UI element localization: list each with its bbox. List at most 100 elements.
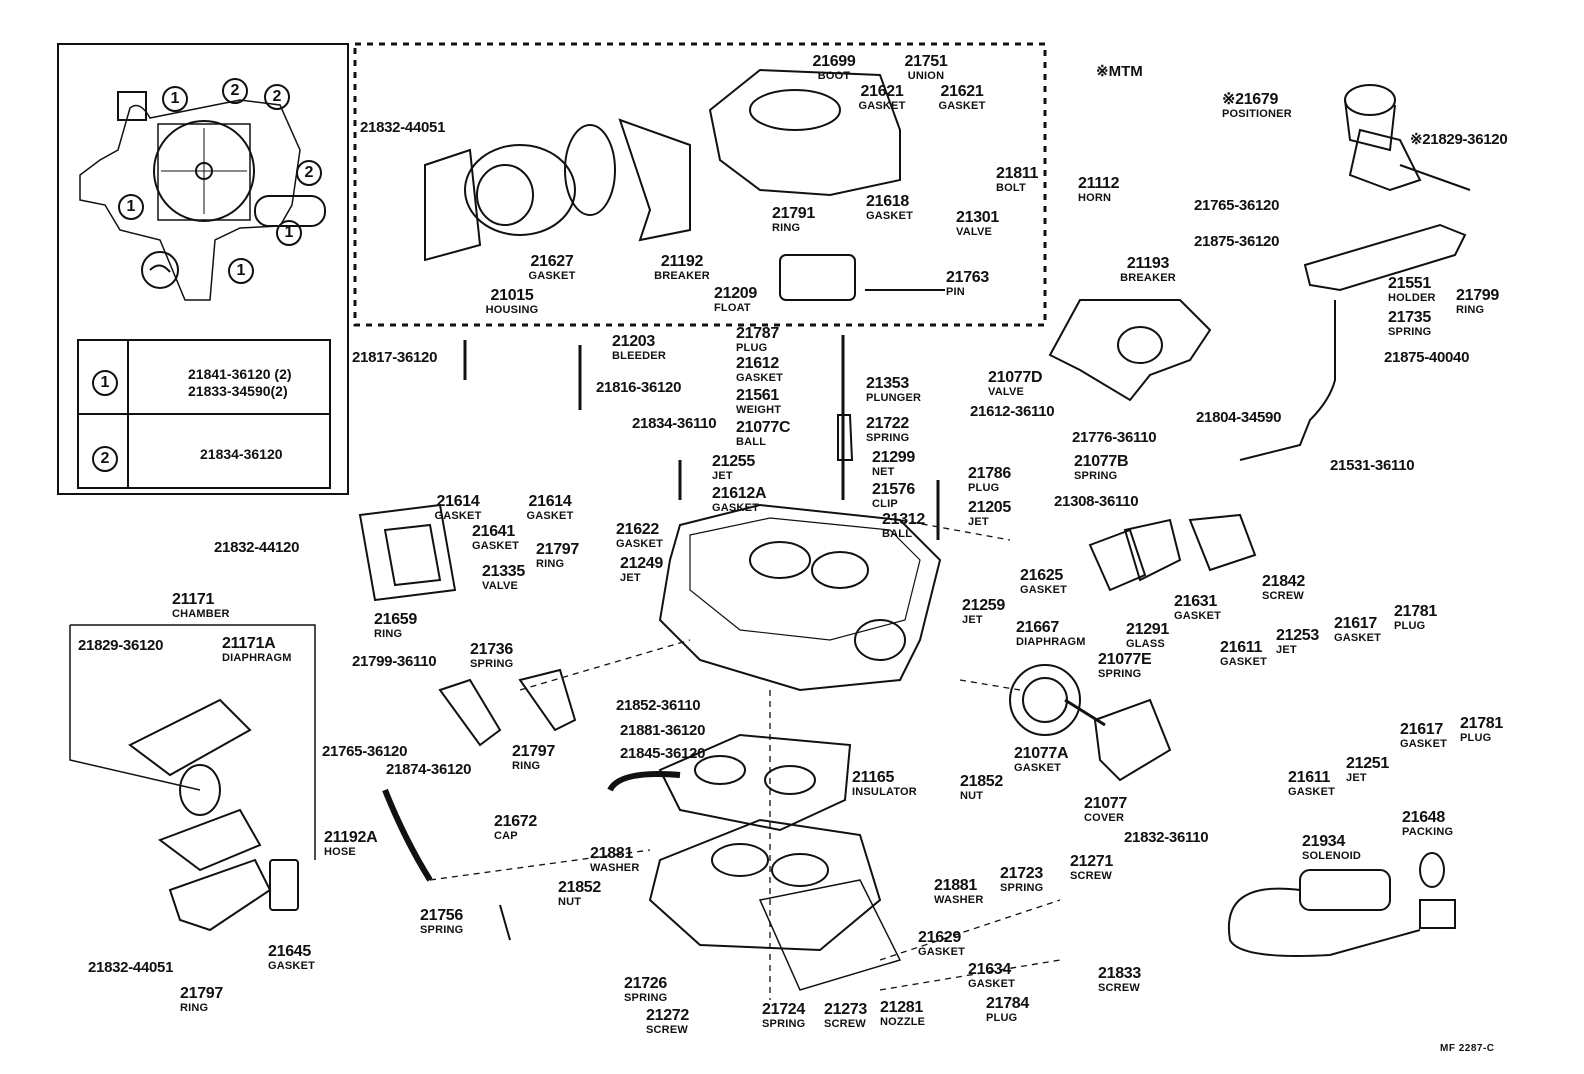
part-callout: 21881-36120 — [620, 723, 705, 738]
part-name: RING — [772, 222, 801, 234]
part-name: SPRING — [1098, 668, 1142, 680]
part-name: SCREW — [1262, 590, 1304, 602]
part-callout: 21531-36110 — [1330, 458, 1415, 473]
part-name: PLUNGER — [866, 392, 922, 404]
part-number: 21308-36110 — [1054, 493, 1139, 510]
part-number: 21832-36110 — [1124, 829, 1209, 846]
part-callout: 21832-44051 — [360, 120, 445, 135]
part-number: 21077A — [1014, 745, 1069, 762]
part-number: 21791 — [772, 205, 815, 222]
part-callout: 21816-36120 — [596, 380, 681, 395]
part-name: SCREW — [646, 1024, 688, 1036]
horn-top-cover — [708, 68, 945, 301]
part-number: 21852-36110 — [616, 697, 701, 714]
part-number: 21611 — [1220, 639, 1263, 656]
part-number: 21629 — [918, 929, 961, 946]
part-number: 21627 — [530, 253, 574, 270]
figure-code: MF 2287-C — [1440, 1043, 1495, 1054]
part-number: 21551 — [1388, 275, 1431, 292]
part-number: 21852 — [558, 879, 601, 896]
part-callout: 21852-36110 — [616, 697, 701, 714]
part-number: 21612A — [712, 485, 767, 502]
part-name: NOZZLE — [880, 1016, 926, 1028]
part-number: 21112 — [1078, 175, 1120, 192]
part-number: 21171A — [222, 635, 276, 652]
part-name: CHAMBER — [172, 608, 230, 620]
inset-marker-2: 2 — [222, 78, 248, 104]
part-name: PLUG — [986, 1012, 1018, 1024]
part-name: HOLDER — [1388, 292, 1436, 304]
part-name: PLUG — [968, 482, 1000, 494]
part-callout: 21832-44120 — [214, 540, 299, 555]
part-name: UNION — [907, 70, 945, 82]
part-number: 21641 — [472, 523, 515, 540]
part-number: 21193 — [1126, 255, 1170, 272]
part-number: 21784 — [986, 995, 1029, 1012]
part-number: 21756 — [420, 907, 463, 924]
part-name: GASKET — [526, 510, 574, 522]
part-number: ※21829-36120 — [1410, 131, 1508, 148]
part-number: 21832-44120 — [214, 539, 300, 556]
part-name: GASKET — [1400, 738, 1448, 750]
part-name: GASKET — [968, 978, 1016, 990]
part-number: 21631 — [1174, 593, 1217, 610]
part-name: VALVE — [482, 580, 519, 592]
part-name: JET — [1276, 644, 1297, 656]
part-callout: 21875-36120 — [1194, 234, 1279, 249]
part-callout: 21832-36110 — [1124, 829, 1209, 846]
inset-marker-2b: 2 — [264, 84, 290, 110]
throttle-body — [648, 818, 902, 991]
part-name: SPRING — [866, 432, 910, 444]
part-number: 21561 — [736, 387, 779, 404]
part-number: 21077C — [736, 419, 791, 436]
part-number: ※21679 — [1222, 91, 1279, 108]
part-number: 21299 — [872, 449, 915, 466]
part-name: GLASS — [1126, 638, 1165, 650]
part-name: GASKET — [1220, 656, 1268, 668]
part-number: 21829-36120 — [78, 637, 164, 654]
part-number: 21776-36110 — [1072, 429, 1157, 446]
part-name: SPRING — [420, 924, 464, 936]
part-name: SOLENOID — [1302, 850, 1362, 862]
part-name: BALL — [736, 436, 767, 448]
part-number: 21799 — [1456, 287, 1499, 304]
part-name: PLUG — [1394, 620, 1426, 632]
part-number: 21271 — [1070, 853, 1113, 870]
part-name: GASKET — [268, 960, 316, 972]
part-number: 21786 — [968, 465, 1011, 482]
part-callout: 21776-36110 — [1072, 429, 1157, 446]
